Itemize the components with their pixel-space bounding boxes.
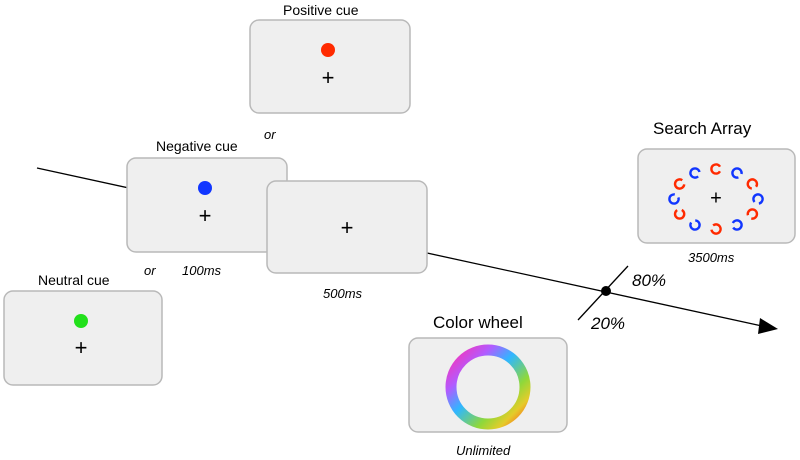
positive-cue-title: Positive cue — [283, 2, 359, 18]
fixation-cross: + — [199, 203, 212, 228]
fixation-cross: + — [322, 65, 335, 90]
search-item-blue — [731, 219, 743, 231]
search-duration: 3500ms — [688, 250, 735, 265]
or-label: or — [264, 127, 276, 142]
branch-node — [601, 286, 611, 296]
search-item-red — [710, 163, 722, 175]
fixation-cross: + — [710, 187, 722, 209]
neutral-cue-dot — [74, 314, 88, 328]
negative-cue-title: Negative cue — [156, 138, 238, 154]
fixation-duration: 500ms — [323, 286, 363, 301]
neutral-cue-screen: + — [3, 290, 163, 386]
fixation-cross: + — [341, 215, 354, 240]
negative-cue-screen: + — [126, 157, 288, 253]
search-array-screen: + — [637, 148, 796, 244]
search-item-blue — [752, 193, 764, 205]
search-item-red — [673, 178, 686, 190]
search-item-red — [746, 208, 759, 220]
search-item-red — [673, 208, 686, 220]
color-wheel-screen — [408, 337, 568, 433]
color-wheel-ring — [445, 344, 531, 430]
search-item-red — [710, 223, 722, 235]
fixation-screen: + — [266, 180, 428, 274]
positive-cue-dot — [321, 43, 335, 57]
neutral-cue-title: Neutral cue — [38, 272, 110, 288]
search-items — [668, 163, 764, 235]
search-item-blue — [689, 219, 701, 231]
colorwheel-duration: Unlimited — [456, 443, 511, 458]
fixation-cross: + — [75, 335, 88, 360]
search-item-blue — [731, 167, 743, 179]
branch-lower-percent: 20% — [591, 314, 626, 333]
positive-cue-screen: + — [249, 19, 411, 114]
negative-cue-dot — [198, 181, 212, 195]
search-item-blue — [689, 167, 701, 179]
branch-upper-percent: 80% — [632, 271, 667, 290]
or-label: or — [144, 263, 156, 278]
cue-duration: 100ms — [182, 263, 222, 278]
search-item-blue — [668, 193, 680, 205]
color-wheel-title: Color wheel — [433, 313, 523, 332]
search-item-red — [746, 178, 759, 190]
branch-point — [577, 265, 629, 321]
search-array-title: Search Array — [653, 119, 752, 138]
